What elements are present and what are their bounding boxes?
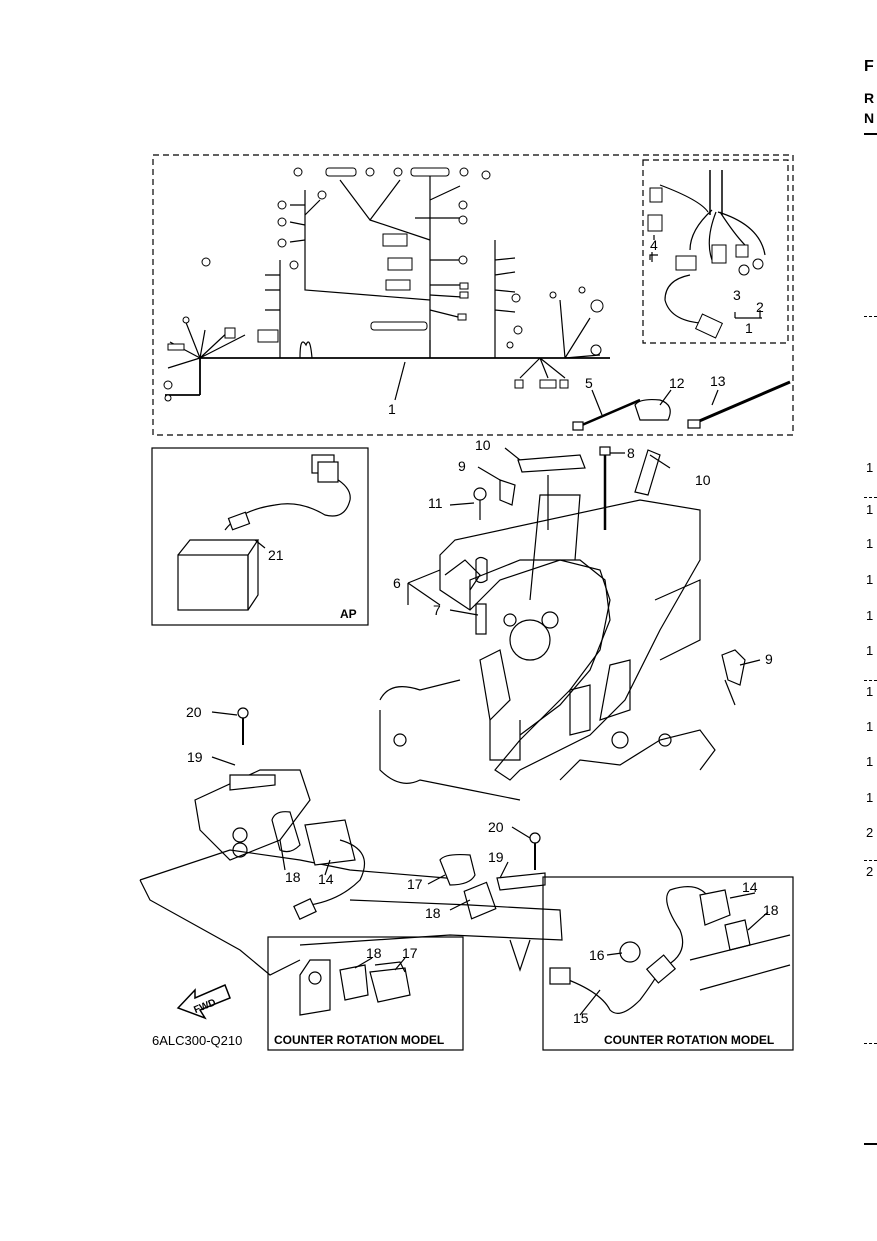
top-callout-leaders	[394, 235, 719, 416]
edge-number: 1	[866, 719, 874, 734]
accessory-parts-top	[572, 380, 791, 431]
edge-number: 1	[866, 536, 874, 551]
lower-center-parts	[299, 832, 563, 972]
callout-12: 12	[669, 375, 685, 391]
edge-number: 2	[866, 825, 874, 840]
edge-letter-r: R	[864, 90, 875, 106]
callout-8: 8	[627, 445, 635, 461]
callout-17: 17	[407, 876, 423, 892]
lower-left-assembly	[139, 707, 471, 976]
callout-9: 9	[765, 651, 773, 667]
edge-dash	[864, 860, 877, 861]
edge-number: 1	[866, 460, 874, 475]
callout-3: 3	[733, 287, 741, 303]
callout-1: 1	[388, 401, 396, 417]
center-leaders	[407, 447, 761, 666]
edge-dash	[864, 497, 877, 498]
callout-14: 14	[318, 871, 334, 887]
wire-harness-panel	[152, 154, 794, 436]
edge-letter-f: F	[864, 58, 874, 75]
callout-20: 20	[488, 819, 504, 835]
callout-4: 4	[650, 237, 658, 253]
callout-6: 6	[393, 575, 401, 591]
edge-dash	[864, 1043, 877, 1044]
callout-15: 15	[573, 1010, 589, 1026]
edge-rule	[864, 133, 877, 135]
callout-20: 20	[186, 704, 202, 720]
callout-1: 1	[745, 320, 753, 336]
callout-14: 14	[742, 879, 758, 895]
callout-18: 18	[763, 902, 779, 918]
callout-18: 18	[425, 905, 441, 921]
edge-number: 2	[866, 864, 874, 879]
edge-number: 1	[866, 572, 874, 587]
edge-number: 1	[866, 684, 874, 699]
counter-rotation-label-left: COUNTER ROTATION MODEL	[274, 1033, 444, 1047]
callout-16: 16	[589, 947, 605, 963]
edge-number: 1	[866, 754, 874, 769]
edge-dash	[864, 680, 877, 681]
callout-13: 13	[710, 373, 726, 389]
callout-19: 19	[488, 849, 504, 865]
edge-number: 1	[866, 643, 874, 658]
callout-17: 17	[402, 945, 418, 961]
ap-label: AP	[340, 607, 357, 621]
callout-2: 2	[756, 299, 764, 315]
lower-leaders	[211, 711, 769, 1016]
callout-18: 18	[366, 945, 382, 961]
engine-cover-assembly	[379, 494, 716, 801]
upper-small-parts	[473, 446, 746, 706]
callout-7: 7	[433, 602, 441, 618]
callout-18: 18	[285, 869, 301, 885]
figure-code: 6ALC300-Q210	[152, 1033, 242, 1048]
edge-number: 1	[866, 608, 874, 623]
callout-10: 10	[475, 437, 491, 453]
edge-letter-n: N	[864, 110, 875, 126]
counter-rotation-box-right	[542, 876, 794, 1051]
callout-9: 9	[458, 458, 466, 474]
fwd-arrow-icon	[176, 984, 231, 1020]
counter-rotation-label-right: COUNTER ROTATION MODEL	[604, 1033, 774, 1047]
edge-number: 1	[866, 502, 874, 517]
callout-19: 19	[187, 749, 203, 765]
callout-11: 11	[428, 495, 443, 511]
callout-5: 5	[585, 375, 593, 391]
callout-10: 10	[695, 472, 711, 488]
ap-battery-panel	[151, 447, 369, 626]
edge-rule	[864, 1143, 877, 1145]
callout-21: 21	[268, 547, 284, 563]
edge-dash	[864, 316, 877, 317]
counter-rotation-box-left	[267, 936, 464, 1051]
edge-number: 1	[866, 790, 874, 805]
